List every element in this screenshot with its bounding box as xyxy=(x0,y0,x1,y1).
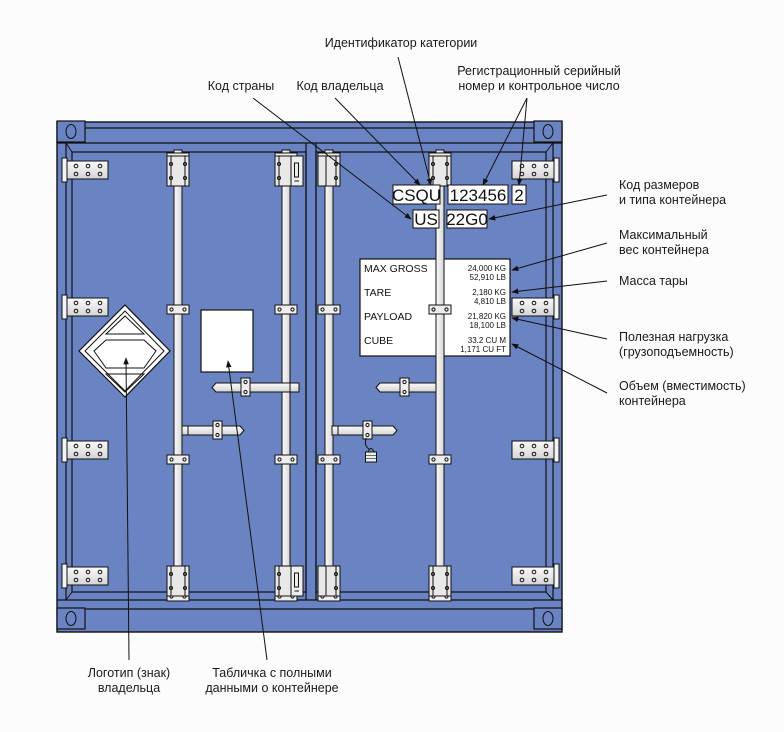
plate-row-value-2: 18,100 LB xyxy=(470,321,506,330)
arrow-category-id xyxy=(397,56,433,186)
serial-number: 123456 xyxy=(450,186,507,205)
rod-guide xyxy=(166,565,190,597)
label-owner-logo-2: владельца xyxy=(98,681,160,695)
corner-casting-br xyxy=(533,607,563,630)
label-serial-2: номер и контрольное число xyxy=(458,79,619,93)
plate-row-value-2: 1,171 CU FT xyxy=(460,345,506,354)
owner-code: CSQU xyxy=(392,186,441,205)
latch-plate xyxy=(290,565,304,597)
label-owner-code: Код владельца xyxy=(296,79,383,93)
container-codes: CSQU 123456 2 US 22G0 xyxy=(392,184,527,229)
check-digit: 2 xyxy=(514,186,523,205)
plate-row-value-2: 52,910 LB xyxy=(470,273,506,282)
latch-plate xyxy=(290,155,304,187)
arrow-serial xyxy=(482,97,528,186)
latch-plate xyxy=(317,155,327,187)
door-hinge xyxy=(61,294,109,320)
handle-right-lower xyxy=(331,420,398,440)
arrow-country-code xyxy=(252,97,412,220)
rod-bracket xyxy=(428,304,452,315)
corner-casting-bl xyxy=(56,607,86,630)
handle-left-lower xyxy=(181,420,245,440)
arrow-size-type xyxy=(488,194,608,221)
rod-bracket xyxy=(274,304,298,315)
arrow-max-gross xyxy=(511,242,608,271)
plate-row-value-1: 2,180 KG xyxy=(472,288,506,297)
serial-number-box xyxy=(447,184,509,205)
label-volume-2: контейнера xyxy=(619,394,686,408)
plate-row-label: MAX GROSS xyxy=(364,263,428,275)
size-type-code: 22G0 xyxy=(446,210,488,229)
label-max-weight-2: вес контейнера xyxy=(619,243,709,257)
rod-bracket xyxy=(166,304,190,315)
door-hinge xyxy=(61,437,109,463)
label-tare: Масса тары xyxy=(619,274,688,288)
door-hinges xyxy=(61,157,560,589)
label-info-plate-1: Табличка с полными xyxy=(212,666,332,680)
plate-row-label: PAYLOAD xyxy=(364,311,412,323)
label-payload-2: (грузоподъемность) xyxy=(619,345,734,359)
arrow-info-plate xyxy=(226,360,268,661)
corner-casting-tl xyxy=(56,120,86,143)
label-info-plate-2: данными о контейнере xyxy=(205,681,338,695)
container-info-plate xyxy=(200,309,254,373)
arrow-owner-code xyxy=(334,97,421,186)
label-size-type-2: и типа контейнера xyxy=(619,193,726,207)
door-hinge xyxy=(511,563,560,589)
callout-arrows xyxy=(123,56,608,661)
door-hinge xyxy=(511,157,560,183)
plate-row-label: TARE xyxy=(364,287,391,299)
arrow-payload xyxy=(511,316,608,340)
country-code: US xyxy=(414,210,438,229)
plate-row: TARE 2,180 KG4,810 LB xyxy=(364,287,506,306)
label-volume-1: Объем (вместимость) xyxy=(619,379,746,393)
plate-row-value-1: 21,820 KG xyxy=(468,312,506,321)
lock-rod xyxy=(166,149,190,602)
arrow-owner-logo xyxy=(123,357,130,661)
rod-bracket xyxy=(317,304,341,315)
label-category-id: Идентификатор категории xyxy=(325,36,478,50)
latch-plate xyxy=(317,565,327,597)
lock-rods xyxy=(166,149,341,602)
rod-guide xyxy=(428,155,452,187)
label-serial-1: Регистрационный серийный xyxy=(457,64,621,78)
rod-bracket xyxy=(274,454,298,465)
label-payload-1: Полезная нагрузка xyxy=(619,330,728,344)
padlock-icon xyxy=(364,437,377,463)
label-max-weight-1: Максимальный xyxy=(619,228,708,242)
rod-guide xyxy=(428,565,452,597)
plate-row-value-2: 4,810 LB xyxy=(474,297,506,306)
label-size-type-1: Код размеров xyxy=(619,178,700,192)
arrow-volume xyxy=(511,343,608,394)
plate-row: CUBE 33.2 CU M1,171 CU FT xyxy=(364,335,506,354)
rod-bracket xyxy=(166,454,190,465)
handle-right-upper xyxy=(375,377,441,397)
rod-bracket xyxy=(317,454,341,465)
size-type-code-box xyxy=(446,209,488,229)
corner-castings xyxy=(56,120,563,630)
rod-guide xyxy=(166,155,190,187)
door-hinge xyxy=(61,563,109,589)
plate-row-value-1: 24,000 KG xyxy=(468,264,506,273)
country-code-box xyxy=(412,209,440,229)
door-hinge xyxy=(511,294,560,320)
plate-row-value-1: 33.2 CU M xyxy=(468,336,507,345)
label-owner-logo-1: Логотип (знак) xyxy=(88,666,170,680)
locking-handles xyxy=(181,377,441,463)
label-country-code: Код страны xyxy=(208,79,275,93)
door-hinge xyxy=(61,157,109,183)
corner-casting-tr xyxy=(533,120,563,143)
handle-left-upper xyxy=(211,377,300,397)
arrow-check-digit xyxy=(516,97,528,186)
arrow-tare xyxy=(511,280,608,295)
rod-bracket xyxy=(428,454,452,465)
callout-labels: Идентификатор категории Код страны Код в… xyxy=(88,36,746,695)
owner-logo-sign xyxy=(78,304,171,398)
door-hinge xyxy=(511,437,560,463)
plate-row-label: CUBE xyxy=(364,335,393,347)
